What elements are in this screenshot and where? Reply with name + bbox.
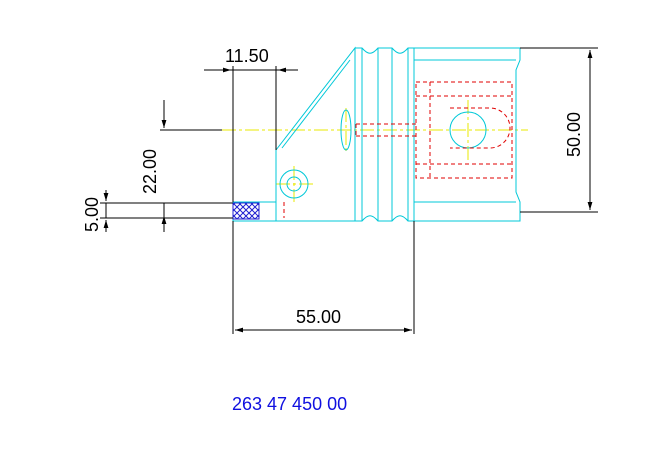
shank-outline: [414, 47, 521, 222]
neck-grooves: [355, 47, 414, 222]
dim-height-lower: 5.00: [82, 197, 102, 232]
dim-shank-diameter: 50.00: [564, 112, 584, 157]
dimension-lines: [100, 47, 598, 334]
holder-outline: [232, 46, 521, 222]
dim-height-upper: 22.00: [140, 149, 160, 194]
dim-top-offset: 11.50: [225, 46, 269, 66]
hidden-lines: [283, 81, 513, 218]
part-number: 263 47 450 00: [232, 394, 347, 414]
dim-overall-length: 55.00: [296, 307, 341, 327]
boss-ellipse: [340, 109, 352, 151]
shank-hole: [449, 111, 487, 149]
cutting-insert: [232, 202, 260, 220]
clamp-screw: [279, 169, 309, 199]
centerlines: [222, 100, 528, 202]
head-profile: [233, 46, 356, 222]
